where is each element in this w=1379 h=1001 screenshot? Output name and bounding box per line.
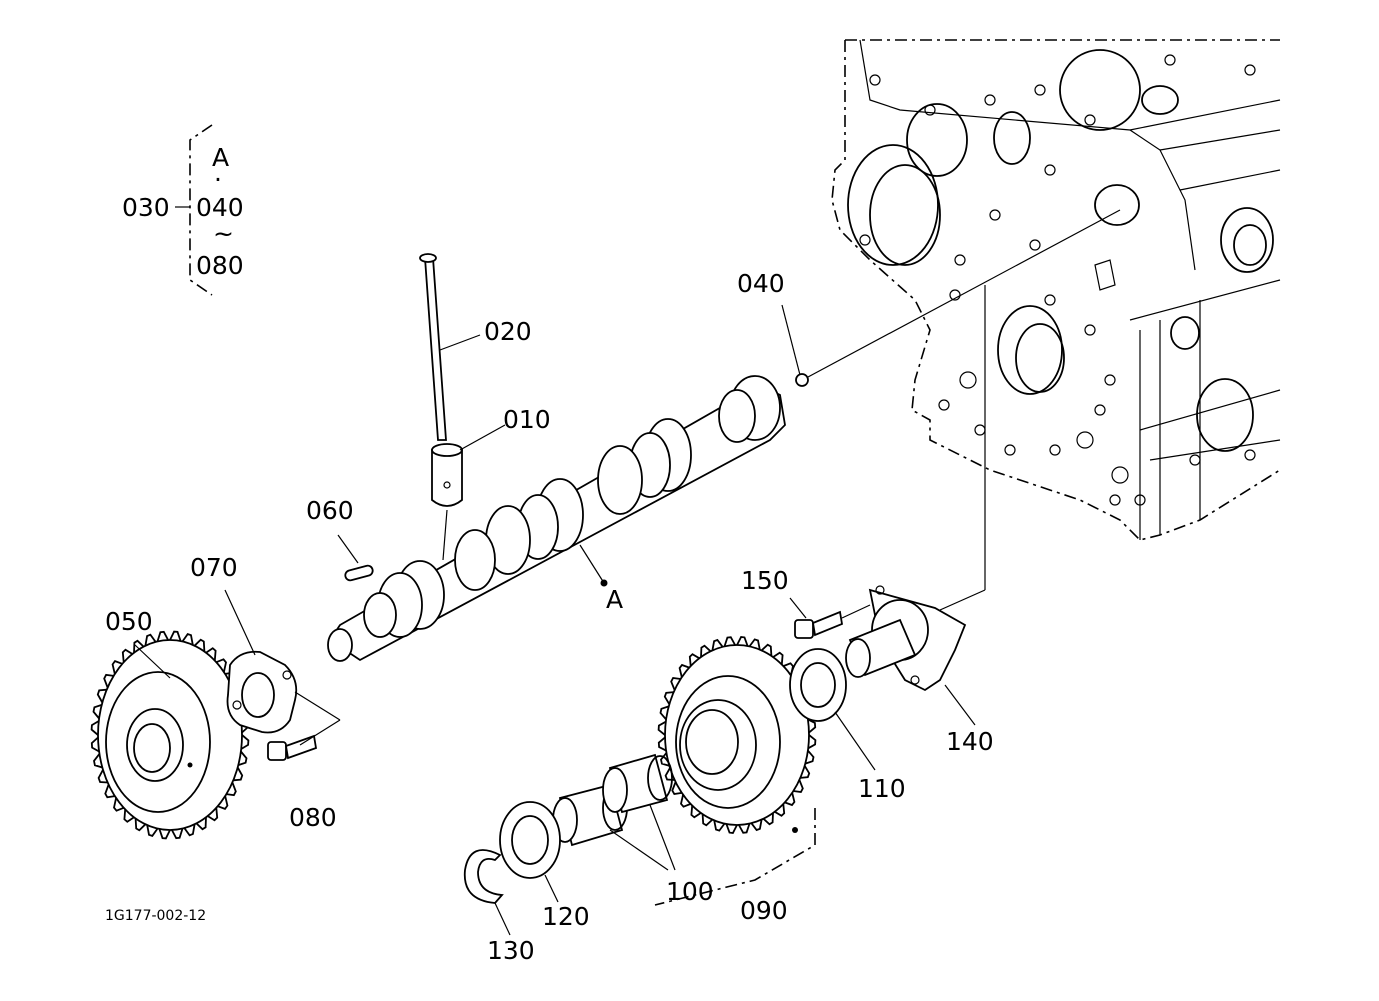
engine-block xyxy=(831,39,1281,541)
bracket-030 xyxy=(175,124,213,296)
key xyxy=(344,564,374,582)
reference-code: 1G177-002-12 xyxy=(105,908,206,924)
label-010: 010 xyxy=(503,405,551,434)
gear-050 xyxy=(90,630,250,840)
bracket-bottom: 080 xyxy=(196,251,244,280)
label-120: 120 xyxy=(542,902,590,931)
label-070: 070 xyxy=(190,553,238,582)
idler-gear xyxy=(654,636,817,906)
push-rod xyxy=(419,253,447,441)
camshaft xyxy=(327,375,786,662)
label-point-a: A xyxy=(606,585,623,614)
label-020: 020 xyxy=(484,317,532,346)
label-100: 100 xyxy=(666,877,714,906)
label-140: 140 xyxy=(946,727,994,756)
tappet xyxy=(431,443,463,561)
idler-shaft-plate xyxy=(845,285,986,726)
bracket-tilde: ~ xyxy=(213,219,234,248)
label-150: 150 xyxy=(741,566,789,595)
label-110: 110 xyxy=(858,774,906,803)
label-030: 030 xyxy=(122,193,170,222)
circlip-130 xyxy=(463,849,511,936)
washer-110 xyxy=(789,648,876,771)
screw-150 xyxy=(789,597,871,639)
bushings xyxy=(552,753,676,871)
bracket-top: A xyxy=(212,143,229,172)
thrust-plate xyxy=(226,650,298,734)
label-040: 040 xyxy=(737,269,785,298)
ball xyxy=(795,373,809,387)
leader-lines xyxy=(134,304,801,679)
label-050: 050 xyxy=(105,607,153,636)
screw-080 xyxy=(267,691,341,761)
label-060: 060 xyxy=(306,496,354,525)
bracket-dot: · xyxy=(214,165,222,194)
bracket-mid: 040 xyxy=(196,193,244,222)
label-080: 080 xyxy=(289,803,337,832)
washer-120 xyxy=(499,801,561,903)
label-130: 130 xyxy=(487,936,535,965)
label-090: 090 xyxy=(740,896,788,925)
part-labels: 020 010 060 070 050 080 040 A 150 140 11… xyxy=(105,143,994,965)
